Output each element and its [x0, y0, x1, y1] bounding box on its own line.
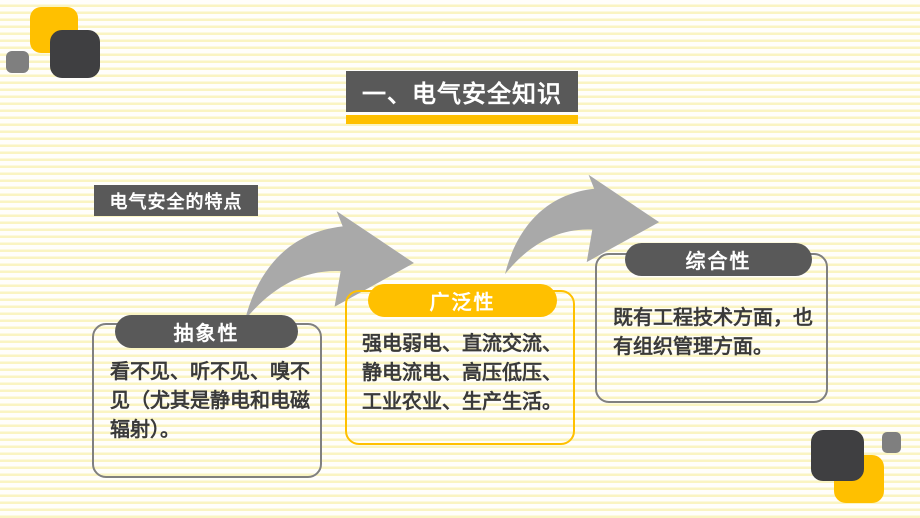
feature-title: 综合性 — [685, 251, 752, 273]
feature-pill-broad: 广泛性 — [368, 284, 557, 317]
deco-square-gray — [882, 432, 901, 453]
feature-body-broad: 强电弱电、直流交流、静电流电、高压低压、工业农业、生产生活。 — [362, 333, 562, 413]
feature-title: 广泛性 — [429, 292, 496, 314]
section-label: 电气安全的特点 — [109, 191, 243, 212]
feature-box-abstract: 抽象性 看不见、听不见、嗅不见（尤其是静电和电磁辐射）。 — [92, 315, 322, 478]
feature-pill-comprehensive: 综合性 — [625, 243, 812, 276]
deco-square-gray — [6, 51, 29, 73]
curved-arrow-icon — [505, 174, 660, 275]
curved-arrow-icon — [245, 211, 414, 320]
section-label-banner: 电气安全的特点 — [94, 185, 258, 216]
feature-body-abstract: 看不见、听不见、嗅不见（尤其是静电和电磁辐射）。 — [110, 361, 310, 441]
feature-title: 抽象性 — [173, 323, 240, 345]
feature-box-comprehensive: 综合性 既有工程技术方面，也有组织管理方面。 — [595, 243, 828, 403]
slide-title: 一、电气安全知识 — [362, 81, 562, 108]
feature-pill-abstract: 抽象性 — [115, 315, 298, 348]
feature-box-broad: 广泛性 强电弱电、直流交流、静电流电、高压低压、工业农业、生产生活。 — [345, 284, 575, 445]
feature-body-comprehensive: 既有工程技术方面，也有组织管理方面。 — [613, 307, 813, 358]
deco-square-dark — [50, 30, 100, 78]
title-underline-bar — [346, 115, 578, 124]
slide-title-banner: 一、电气安全知识 — [346, 71, 578, 112]
deco-square-dark — [811, 430, 864, 481]
